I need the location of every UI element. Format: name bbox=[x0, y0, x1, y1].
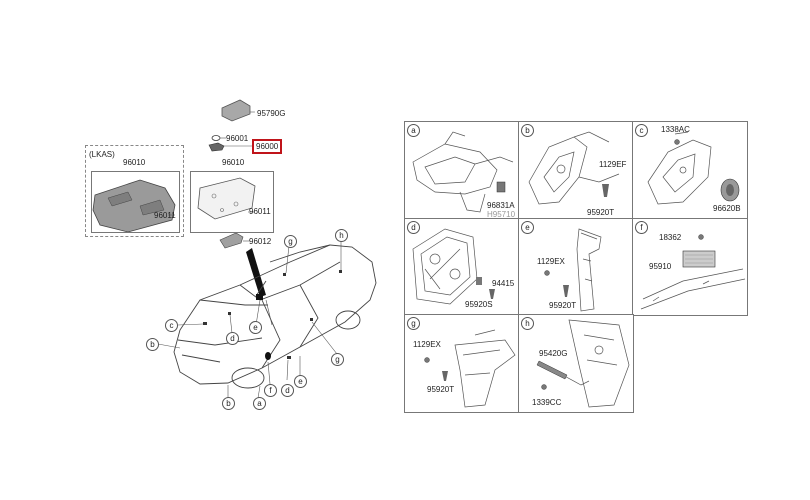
cell-b-art bbox=[528, 131, 620, 205]
detail-cell-a[interactable]: a 96831A H95710 bbox=[404, 121, 520, 220]
left-artwork bbox=[92, 99, 377, 399]
lkas-inner-box bbox=[91, 171, 180, 233]
cell-g-label-0: 1129EX bbox=[413, 340, 441, 349]
cell-a-tag: a bbox=[407, 124, 420, 137]
cell-e-tag: e bbox=[521, 221, 534, 234]
part-label-95790G: 95790G bbox=[257, 109, 286, 118]
detail-cell-c[interactable]: c 1338AC 96620B bbox=[632, 121, 748, 220]
lkas-bracket-shape bbox=[92, 179, 176, 233]
cell-h-tag: h bbox=[521, 317, 534, 330]
lkas-variant-box bbox=[85, 145, 184, 237]
std-bracket-shape bbox=[197, 177, 256, 220]
part-96012-shape bbox=[219, 232, 244, 249]
cell-c-tag: c bbox=[635, 124, 648, 137]
part-label-std-96011: 96011 bbox=[249, 207, 271, 216]
callout-e-left[interactable]: e bbox=[249, 321, 262, 334]
cell-a-art bbox=[412, 131, 514, 213]
callout-d-right[interactable]: d bbox=[281, 384, 294, 397]
car-outline bbox=[173, 244, 377, 389]
cell-h-label-1: 1339CC bbox=[532, 398, 562, 407]
highlighted-part-96000[interactable]: 96000 bbox=[252, 139, 283, 154]
cell-a-label-1: H95710 bbox=[487, 210, 516, 219]
cell-e-art bbox=[544, 228, 602, 312]
cell-g-tag: g bbox=[407, 317, 420, 330]
callout-a[interactable]: a bbox=[253, 397, 266, 410]
detail-cell-e[interactable]: e 1129EX 95920T bbox=[518, 218, 634, 316]
callout-g-top[interactable]: g bbox=[284, 235, 297, 248]
lkas-tag: (LKAS) bbox=[89, 150, 115, 159]
detail-cell-g[interactable]: g 1129EX 95920T bbox=[404, 314, 520, 413]
cell-a-label-0: 96831A bbox=[487, 201, 515, 210]
cell-b-label-0: 1129EF bbox=[599, 160, 627, 169]
cell-b-label-1: 95920T bbox=[587, 208, 615, 217]
detail-cell-f[interactable]: f 18362 95910 bbox=[632, 218, 748, 316]
part-label-lkas-96010: 96010 bbox=[123, 158, 146, 167]
cell-b-tag: b bbox=[521, 124, 534, 137]
part-label-lkas-96011: 96011 bbox=[154, 211, 176, 220]
cover-95790G-shape bbox=[221, 99, 251, 122]
cell-f-label-1: 95910 bbox=[649, 262, 672, 271]
cell-h-label-0: 95420G bbox=[539, 349, 568, 358]
callout-g-bottom[interactable]: g bbox=[331, 353, 344, 366]
cell-c-art bbox=[647, 131, 740, 205]
part-label-96001: 96001 bbox=[226, 134, 249, 143]
cell-h-art bbox=[536, 319, 630, 408]
cell-d-label-1: 95920S bbox=[465, 300, 493, 309]
cell-g-art bbox=[424, 329, 516, 408]
callout-f[interactable]: f bbox=[264, 384, 277, 397]
detail-cell-d[interactable]: d 94415 95920S bbox=[404, 218, 520, 316]
sensor-96000-shape bbox=[208, 142, 225, 152]
callout-e-right[interactable]: e bbox=[294, 375, 307, 388]
part-label-std-96010: 96010 bbox=[222, 158, 245, 167]
part-label-96012: 96012 bbox=[249, 237, 272, 246]
callout-b-left[interactable]: b bbox=[146, 338, 159, 351]
callout-h[interactable]: h bbox=[335, 229, 348, 242]
callout-b-bottom[interactable]: b bbox=[222, 397, 235, 410]
cell-f-art bbox=[640, 234, 746, 310]
callout-c[interactable]: c bbox=[165, 319, 178, 332]
cell-f-label-0: 18362 bbox=[659, 233, 682, 242]
cell-g-label-1: 95920T bbox=[427, 385, 455, 394]
pointer-arrow bbox=[246, 248, 266, 297]
cell-e-label-0: 1129EX bbox=[537, 257, 565, 266]
cell-c-label-1: 96620B bbox=[713, 204, 741, 213]
cell-d-label-0: 94415 bbox=[492, 279, 515, 288]
detail-cell-b[interactable]: b 1129EF 95920T bbox=[518, 121, 634, 220]
ring-96001-shape bbox=[211, 135, 221, 141]
cell-d-art bbox=[412, 228, 495, 305]
cell-f-tag: f bbox=[635, 221, 648, 234]
cell-d-tag: d bbox=[407, 221, 420, 234]
cell-c-label-0: 1338AC bbox=[661, 125, 690, 134]
cell-e-label-1: 95920T bbox=[549, 301, 577, 310]
std-inner-box bbox=[190, 171, 274, 233]
detail-cell-h[interactable]: h 95420G 1339CC bbox=[518, 314, 634, 413]
callout-d-left[interactable]: d bbox=[226, 332, 239, 345]
